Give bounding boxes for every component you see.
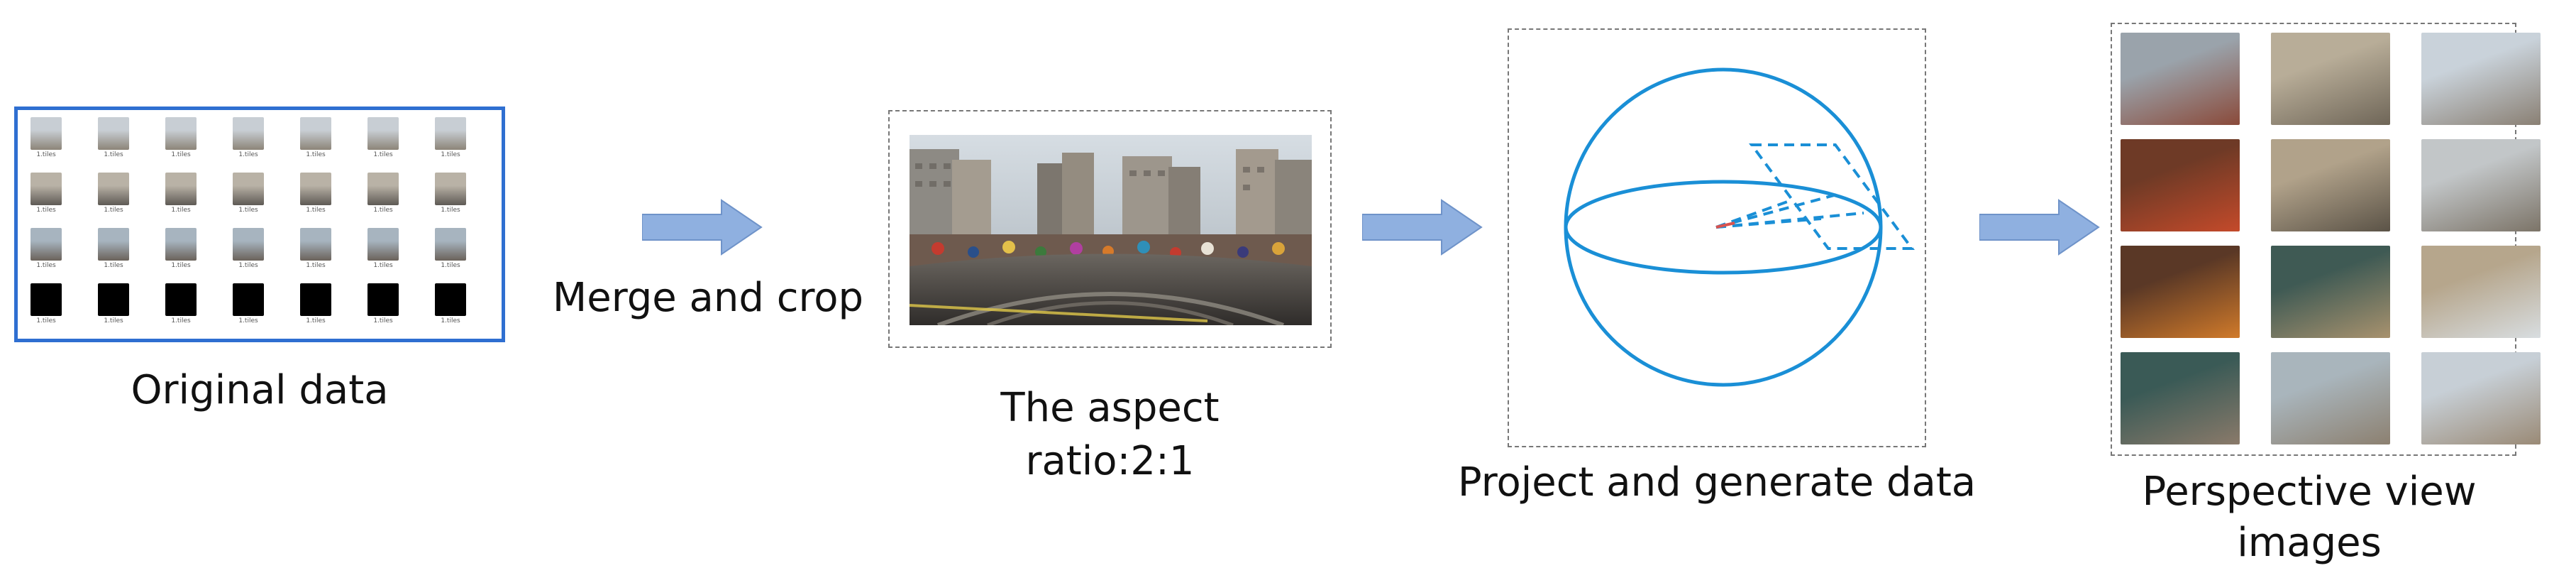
tile-caption: 1.tiles	[171, 262, 191, 269]
perspective-view-image	[2271, 246, 2390, 338]
tile-thumbnail	[98, 117, 129, 150]
tile-caption: 1.tiles	[238, 207, 258, 214]
tile-caption: 1.tiles	[441, 151, 460, 158]
tile-thumbnail	[233, 283, 264, 316]
tile-thumbnail	[165, 173, 197, 205]
tile-caption: 1.tiles	[171, 317, 191, 324]
tile-caption: 1.tiles	[104, 262, 123, 269]
tile-caption: 1.tiles	[238, 151, 258, 158]
perspective-view-image	[2421, 33, 2541, 125]
tile-caption: 1.tiles	[306, 317, 326, 324]
perspective-view-image	[2121, 246, 2240, 338]
tile-thumbnail	[98, 283, 129, 316]
tile-caption: 1.tiles	[441, 207, 460, 214]
tile-thumbnail	[31, 117, 62, 150]
perspective-view-image	[2271, 352, 2390, 444]
perspective-view-image	[2121, 139, 2240, 231]
tile-caption: 1.tiles	[36, 262, 56, 269]
equirectangular-panorama-image	[910, 135, 1312, 325]
tile-thumbnail	[98, 228, 129, 261]
tile-thumbnail	[31, 173, 62, 205]
perspective-images-grid	[2112, 24, 2541, 454]
sphere-equator	[1564, 180, 1883, 275]
aspect-ratio-label-line-2: ratio:2:1	[1025, 438, 1195, 484]
original-data-thumbnail-grid: 1.tiles 1.tiles 1.tiles 1.tiles 1.tiles 1.til…	[18, 110, 502, 339]
right-arrow-icon	[1362, 199, 1483, 256]
right-arrow-icon	[1979, 199, 2100, 256]
perspective-view-image	[2121, 33, 2240, 125]
tile-caption: 1.tiles	[306, 262, 326, 269]
tile-caption: 1.tiles	[104, 207, 123, 214]
tile-caption: 1.tiles	[238, 262, 258, 269]
tile-thumbnail	[367, 117, 399, 150]
tile-thumbnail	[435, 173, 466, 205]
perspective-view-image	[2421, 246, 2541, 338]
tile-thumbnail	[98, 173, 129, 205]
tile-caption: 1.tiles	[36, 151, 56, 158]
tile-caption: 1.tiles	[373, 317, 393, 324]
tile-caption: 1.tiles	[104, 317, 123, 324]
tile-thumbnail	[233, 228, 264, 261]
tile-thumbnail	[233, 117, 264, 150]
tile-thumbnail	[300, 173, 331, 205]
original-data-panel: 1.tiles 1.tiles 1.tiles 1.tiles 1.tiles 1.til…	[14, 107, 505, 342]
perspective-view-image	[2271, 139, 2390, 231]
tile-thumbnail	[367, 228, 399, 261]
perspective-view-plane	[1749, 143, 1915, 250]
tile-caption: 1.tiles	[441, 262, 460, 269]
tile-thumbnail	[300, 228, 331, 261]
sphere-projection-diagram	[1564, 67, 1915, 387]
tile-thumbnail	[367, 283, 399, 316]
tile-caption: 1.tiles	[306, 151, 326, 158]
tile-caption: 1.tiles	[373, 207, 393, 214]
aspect-ratio-label-line-1: The aspect	[1000, 385, 1220, 431]
tile-caption: 1.tiles	[441, 317, 460, 324]
tile-caption: 1.tiles	[36, 207, 56, 214]
merge-and-crop-label: Merge and crop	[552, 275, 864, 321]
tile-caption: 1.tiles	[171, 207, 191, 214]
tile-thumbnail	[300, 117, 331, 150]
tile-caption: 1.tiles	[373, 151, 393, 158]
tile-thumbnail	[165, 117, 197, 150]
tile-caption: 1.tiles	[306, 207, 326, 214]
perspective-view-label-line-1: Perspective view	[2142, 469, 2477, 515]
tile-thumbnail	[165, 283, 197, 316]
tile-caption: 1.tiles	[36, 317, 56, 324]
panorama-frame	[888, 110, 1332, 348]
perspective-images-panel	[2111, 23, 2541, 456]
tile-caption: 1.tiles	[238, 317, 258, 324]
perspective-view-image	[2421, 139, 2541, 231]
tile-thumbnail	[300, 283, 331, 316]
tile-thumbnail	[435, 117, 466, 150]
tile-thumbnail	[165, 228, 197, 261]
original-data-label: Original data	[131, 367, 389, 413]
tile-thumbnail	[435, 283, 466, 316]
perspective-view-label-line-2: images	[2237, 520, 2382, 566]
tile-caption: 1.tiles	[104, 151, 123, 158]
project-and-generate-label: Project and generate data	[1457, 459, 1977, 506]
tile-thumbnail	[367, 173, 399, 205]
projection-frame	[1508, 28, 1926, 447]
right-arrow-icon	[642, 199, 763, 256]
tile-thumbnail	[31, 228, 62, 261]
perspective-view-image	[2121, 352, 2240, 444]
tile-thumbnail	[233, 173, 264, 205]
tile-caption: 1.tiles	[171, 151, 191, 158]
tile-caption: 1.tiles	[373, 262, 393, 269]
tile-thumbnail	[435, 228, 466, 261]
perspective-view-image	[2271, 33, 2390, 125]
tile-thumbnail	[31, 283, 62, 316]
perspective-view-image	[2421, 352, 2541, 444]
